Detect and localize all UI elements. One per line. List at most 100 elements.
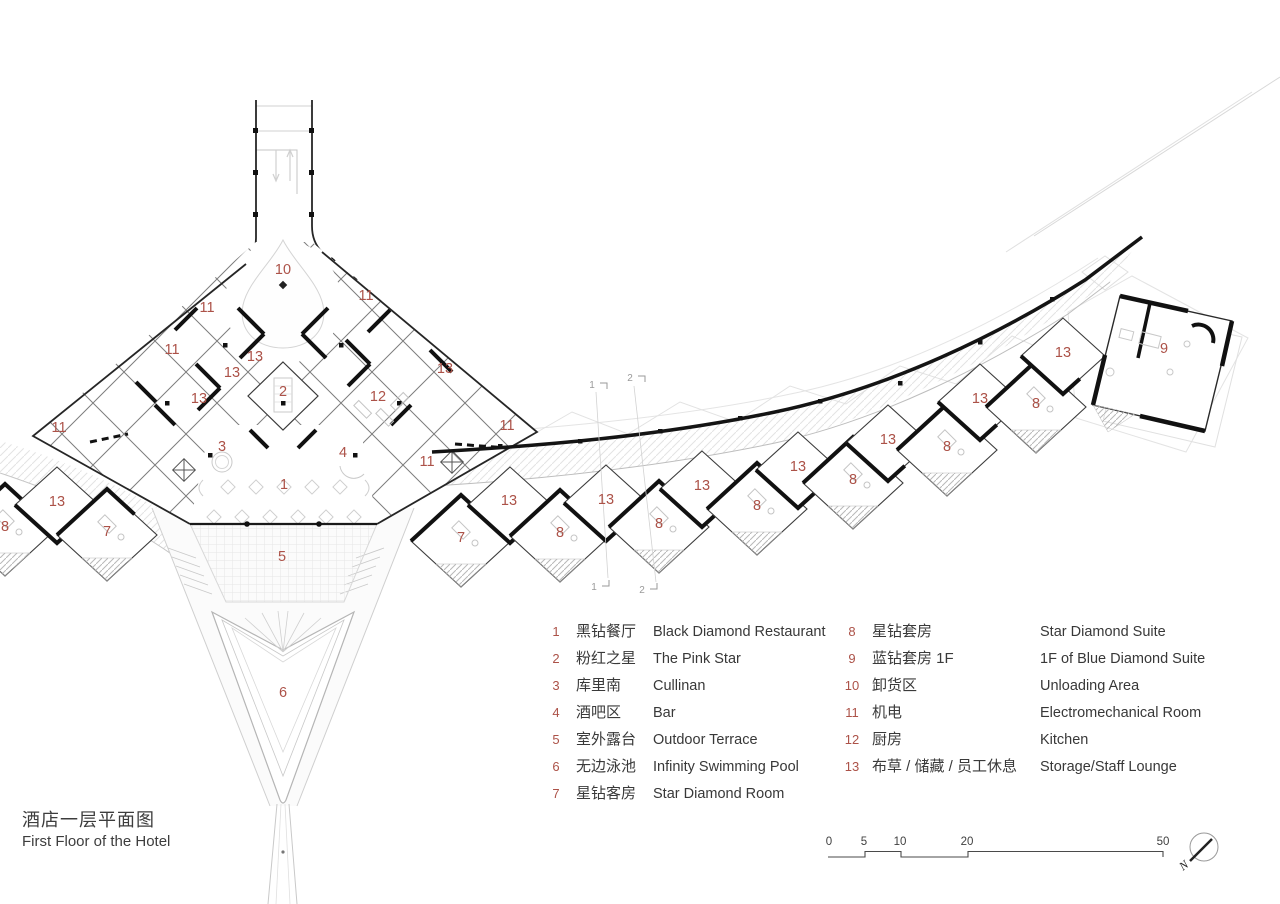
legend-en-label: Storage/Staff Lounge bbox=[1040, 759, 1177, 775]
plan-room-label: 13 bbox=[694, 478, 710, 494]
legend-number: 4 bbox=[552, 705, 560, 720]
scale-label-5: 5 bbox=[861, 836, 867, 848]
legend-zh-label: 星钻套房 bbox=[872, 623, 933, 640]
legend-number: 8 bbox=[848, 624, 856, 639]
section-markers bbox=[595, 375, 658, 590]
plan-room-label: 13 bbox=[501, 493, 517, 509]
plan-room-label: 11 bbox=[51, 420, 66, 436]
section-marker-label: 2 bbox=[639, 585, 645, 596]
plan-room-label: 13 bbox=[224, 365, 240, 381]
legend-zh-label: 厨房 bbox=[872, 731, 903, 748]
legend-zh-label: 酒吧区 bbox=[576, 704, 622, 721]
legend-number: 6 bbox=[552, 759, 560, 774]
plan-room-label: 11 bbox=[499, 418, 514, 434]
page-title-zh: 酒店一层平面图 bbox=[22, 810, 155, 830]
promenade-edge bbox=[431, 235, 1144, 454]
plan-room-label: 7 bbox=[457, 530, 465, 546]
legend-number: 5 bbox=[552, 732, 560, 747]
legend-zh-label: 无边泳池 bbox=[576, 758, 637, 775]
plan-room-label: 8 bbox=[556, 525, 564, 541]
plan-room-label: 13 bbox=[972, 391, 988, 407]
plan-room-label: 8 bbox=[849, 472, 857, 488]
legend-zh-label: 机电 bbox=[872, 704, 903, 721]
legend-en-label: Outdoor Terrace bbox=[653, 732, 758, 748]
legend-zh-label: 库里南 bbox=[576, 677, 622, 694]
plan-room-label: 13 bbox=[49, 494, 65, 510]
legend-zh-label: 卸货区 bbox=[872, 677, 918, 694]
plan-room-label: 10 bbox=[275, 262, 291, 278]
legend-en-label: The Pink Star bbox=[653, 651, 741, 667]
section-marker-label: 1 bbox=[589, 380, 595, 391]
compass-needle bbox=[1189, 838, 1213, 862]
plan-room-label: 9 bbox=[1160, 341, 1168, 357]
page-title-en: First Floor of the Hotel bbox=[22, 833, 171, 850]
infinity-pool bbox=[210, 610, 356, 904]
legend-number: 11 bbox=[845, 705, 859, 720]
plan-room-label: 13 bbox=[790, 459, 806, 475]
legend-zh-label: 蓝钻套房 1F bbox=[872, 650, 954, 667]
plan-room-label: 13 bbox=[247, 349, 263, 365]
main-building bbox=[31, 238, 539, 527]
scale-bar: 0 5 10 20 50 bbox=[826, 836, 1169, 858]
legend-en-label: Bar bbox=[653, 705, 676, 721]
legend-en-label: Unloading Area bbox=[1040, 678, 1140, 694]
plan-room-label: 13 bbox=[1055, 345, 1071, 361]
legend-en-label: Infinity Swimming Pool bbox=[653, 759, 799, 775]
plan-room-label: 3 bbox=[218, 439, 226, 455]
legend-number: 9 bbox=[848, 651, 856, 666]
legend-number: 3 bbox=[552, 678, 560, 693]
plan-room-label: 11 bbox=[358, 288, 373, 304]
scale-label-10: 10 bbox=[894, 836, 907, 848]
legend-number: 1 bbox=[552, 624, 560, 639]
plan-room-label: 1 bbox=[280, 477, 288, 493]
plan-room-label: 6 bbox=[279, 685, 287, 701]
north-label: N bbox=[1175, 857, 1191, 874]
compass-circle bbox=[1189, 832, 1219, 862]
plan-room-label: 13 bbox=[598, 492, 614, 508]
plan-room-label: 13 bbox=[437, 361, 453, 377]
legend-number: 12 bbox=[844, 732, 860, 747]
plan-room-label: 8 bbox=[1, 519, 9, 535]
legend-zh-label: 星钻客房 bbox=[576, 785, 637, 802]
legend-en-label: Star Diamond Room bbox=[653, 786, 785, 802]
blue-diamond-suite bbox=[1090, 293, 1243, 448]
legend-zh-label: 黑钻餐厅 bbox=[576, 623, 637, 640]
site-context-lines bbox=[429, 76, 1280, 453]
plan-room-label: 8 bbox=[655, 516, 663, 532]
plan-room-label: 13 bbox=[191, 391, 207, 407]
legend-zh-label: 布草 / 储藏 / 员工休息 bbox=[872, 758, 1018, 775]
plan-room-label: 12 bbox=[370, 389, 386, 405]
scale-label-0: 0 bbox=[826, 836, 832, 848]
suite-unit bbox=[55, 486, 158, 582]
plan-room-label: 5 bbox=[278, 549, 286, 565]
plan-room-label: 11 bbox=[419, 454, 434, 470]
legend-en-label: Kitchen bbox=[1040, 732, 1089, 748]
legend-en-label: Star Diamond Suite bbox=[1040, 624, 1166, 640]
plan-room-label: 13 bbox=[880, 432, 896, 448]
legend-en-label: Electromechanical Room bbox=[1040, 705, 1202, 721]
scale-label-20: 20 bbox=[961, 836, 974, 848]
plan-room-label: 11 bbox=[199, 300, 214, 316]
legend-number: 2 bbox=[552, 651, 560, 666]
legend-en-label: Cullinan bbox=[653, 678, 706, 694]
section-marker-label: 2 bbox=[627, 373, 633, 384]
plan-room-label: 7 bbox=[103, 524, 111, 540]
legend-number: 13 bbox=[844, 759, 860, 774]
suite-row bbox=[0, 317, 1106, 588]
section-marker-label: 1 bbox=[591, 582, 597, 593]
legend-zh-label: 粉红之星 bbox=[576, 650, 637, 667]
north-compass: N bbox=[1175, 832, 1219, 874]
legend-number: 7 bbox=[552, 786, 560, 801]
legend-en-label: 1F of Blue Diamond Suite bbox=[1040, 651, 1206, 667]
storage-unit bbox=[1019, 317, 1106, 397]
plan-room-label: 8 bbox=[943, 439, 951, 455]
plan-room-label: 11 bbox=[164, 342, 179, 358]
plan-room-label: 2 bbox=[279, 384, 287, 400]
legend-number: 10 bbox=[844, 678, 860, 693]
plan-room-label: 8 bbox=[1032, 396, 1040, 412]
plan-room-label: 8 bbox=[753, 498, 761, 514]
plan-room-label: 4 bbox=[339, 445, 347, 461]
